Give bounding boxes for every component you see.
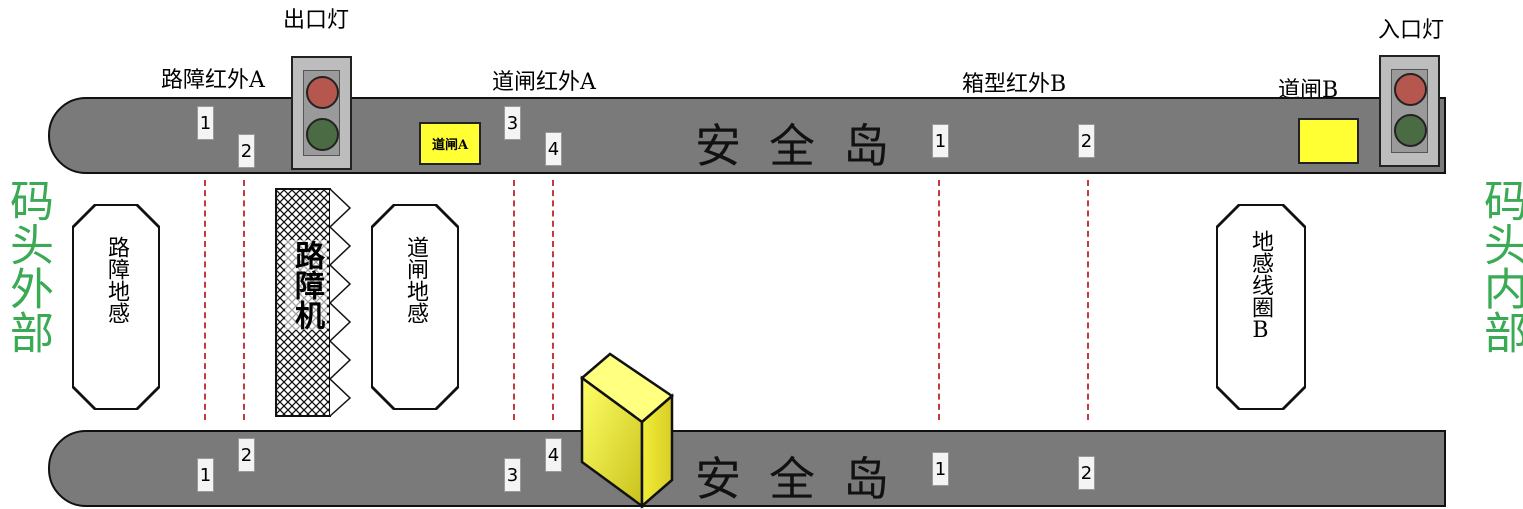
top-marker-b2: 2 — [1078, 124, 1095, 158]
top-marker-b1: 1 — [932, 124, 949, 158]
top-marker-1: 1 — [197, 106, 214, 140]
ir-line-a2 — [243, 180, 245, 420]
dock-outer-label: 码头外部 — [2, 178, 53, 354]
top-marker-3: 3 — [504, 106, 521, 140]
entry-light-label: 入口灯 — [1378, 18, 1445, 43]
top-marker-2: 2 — [238, 134, 255, 168]
gate-ir-a-label: 道闸红外A — [492, 70, 596, 95]
ir-line-b2 — [1087, 180, 1089, 420]
ir-line-a1 — [204, 180, 206, 420]
bottom-marker-2: 2 — [238, 438, 255, 472]
bottom-marker-b1: 1 — [932, 452, 949, 486]
bottom-marker-4: 4 — [545, 438, 562, 472]
gate-a: 道闸A — [419, 122, 481, 165]
container-box-icon — [579, 352, 675, 509]
safety-island-bottom-label: 安全岛 — [695, 452, 917, 506]
entry-traffic-light-icon — [1379, 55, 1440, 167]
loop-b-sensor — [1218, 206, 1304, 408]
entry-green-lamp — [1394, 114, 1427, 147]
ir-line-a3 — [513, 180, 515, 420]
ir-line-a4 — [552, 180, 554, 420]
barrier-machine-text: 路障机 — [285, 240, 327, 330]
bottom-marker-b2: 2 — [1078, 456, 1095, 490]
barrier-loop-text: 路障地感 — [104, 236, 129, 324]
top-marker-4: 4 — [545, 132, 562, 166]
safety-island-bottom — [48, 430, 1446, 507]
loop-b-text: 地感线圈B — [1248, 230, 1273, 343]
safety-island-top-label: 安全岛 — [695, 119, 917, 173]
gate-loop-text: 道闸地感 — [403, 236, 428, 324]
entry-red-lamp — [1394, 73, 1427, 106]
barrier-loop-sensor — [74, 206, 158, 408]
safety-island-top — [48, 97, 1446, 174]
gate-b — [1298, 118, 1359, 164]
exit-light-label: 出口灯 — [283, 8, 350, 33]
exit-traffic-light-icon — [291, 56, 352, 170]
box-ir-b-label: 箱型红外B — [962, 72, 1067, 97]
ir-line-b1 — [938, 180, 940, 420]
bottom-marker-1: 1 — [197, 458, 214, 492]
exit-green-lamp — [306, 118, 339, 151]
dock-inner-label: 码头内部 — [1476, 178, 1523, 354]
gate-loop-sensor — [373, 206, 457, 408]
exit-red-lamp — [306, 76, 339, 109]
barrier-ir-a-label: 路障红外A — [161, 68, 265, 93]
bottom-marker-3: 3 — [504, 458, 521, 492]
